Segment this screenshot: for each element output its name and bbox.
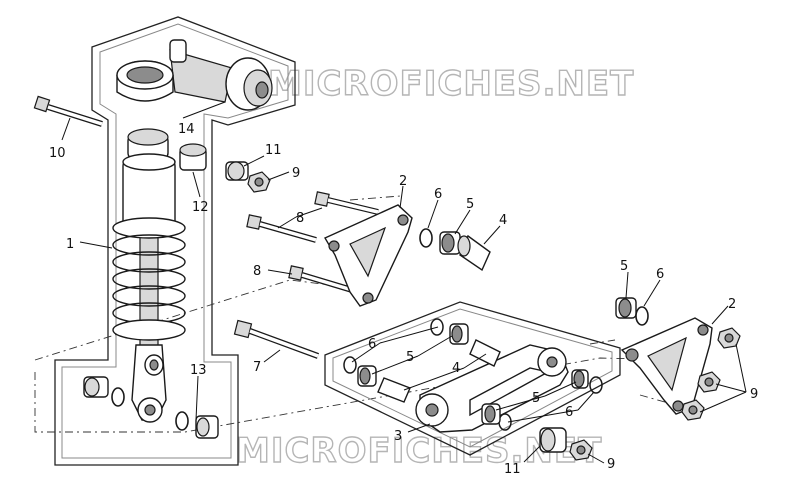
callout-5-upper: 5 [466, 197, 474, 212]
callout-10: 10 [49, 146, 66, 161]
callout-7: 7 [253, 360, 261, 375]
callout-11-bottom: 11 [504, 462, 521, 477]
callout-2-upper: 2 [399, 174, 407, 189]
callout-2-right: 2 [728, 297, 736, 312]
link-plate-part-2-right [620, 317, 713, 415]
callout-8-lower: 8 [253, 264, 261, 279]
callout-3: 3 [394, 429, 402, 444]
linkage-bushings [343, 318, 603, 431]
spacer-part-11-bottom [539, 427, 567, 453]
callout-6-right: 6 [656, 267, 664, 282]
callout-14: 14 [178, 122, 195, 137]
preload-adjuster-part-14 [116, 39, 273, 111]
seal-part-6-right [635, 306, 649, 326]
assembly-line-c [589, 339, 616, 345]
shock-absorber-part-1 [112, 128, 186, 423]
callout-5-linkage-right: 5 [532, 391, 540, 406]
bolt-part-10 [33, 95, 103, 127]
callout-6-linkage-right: 6 [565, 405, 573, 420]
callout-9-top: 9 [292, 166, 300, 181]
callout-5-linkage: 5 [406, 350, 414, 365]
callout-9-right: 9 [750, 387, 758, 402]
callout-8-upper: 8 [296, 211, 304, 226]
callout-1: 1 [66, 237, 74, 252]
callout-11-top: 11 [265, 143, 282, 158]
callout-9-bottom: 9 [607, 457, 615, 472]
seal-part-6-upper [419, 228, 433, 248]
callout-6-linkage: 6 [368, 337, 376, 352]
linkage-rocker-part-3 [415, 344, 569, 433]
callout-12: 12 [192, 200, 209, 215]
bearing-part-5-upper [439, 231, 461, 255]
shock-group-frame [54, 16, 296, 466]
leader-lines [61, 101, 747, 464]
sleeve-part-4-upper [457, 234, 491, 272]
bolt-part-7 [233, 319, 320, 359]
nut-part-9-bottom [569, 439, 593, 461]
callout-4-linkage: 4 [452, 361, 460, 376]
callout-4-upper: 4 [499, 213, 507, 228]
callout-6-upper: 6 [434, 187, 442, 202]
assembly-line-d [349, 195, 401, 201]
link-plate-part-2-upper [324, 204, 413, 307]
spacer-part-11-top [225, 161, 249, 181]
callout-13: 13 [190, 363, 207, 378]
bolts-part-8 [246, 191, 379, 293]
shock-group-frame-inner [61, 23, 289, 459]
nut-part-9-top [247, 171, 271, 193]
assembly-line-a [34, 279, 331, 361]
callout-5-right: 5 [620, 259, 628, 274]
watermark-top: MICROFICHES.NET [268, 64, 634, 104]
nuts-part-9-right [681, 327, 741, 421]
assembly-line-b [34, 357, 681, 433]
lower-bushing-part-13 [83, 376, 219, 439]
linkage-group-frame-inner [332, 308, 613, 448]
bearing-part-5-right [615, 297, 637, 319]
bushing-part-12 [179, 143, 207, 171]
linkage-group-frame [324, 301, 621, 456]
